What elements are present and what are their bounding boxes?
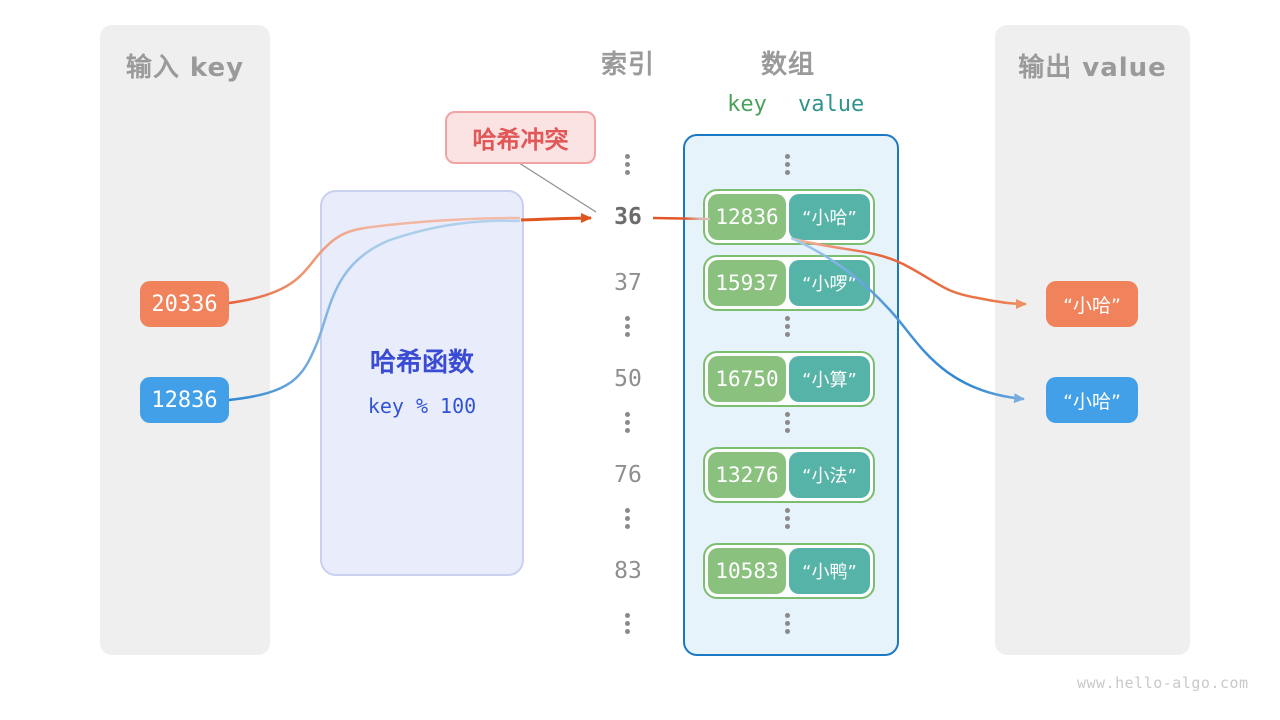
kv-value: “小啰” [789, 260, 870, 306]
kv-key: 12836 [708, 194, 786, 240]
ellipsis-dots [785, 508, 790, 513]
index-item-50: 50 [614, 366, 642, 392]
output-value-chip: “小哈” [1046, 377, 1138, 423]
index-item-76: 76 [614, 462, 642, 488]
ellipsis-dots [625, 508, 630, 513]
input-key-chip: 12836 [140, 377, 229, 423]
kv-pair-row: 10583 “小鸭” [703, 543, 875, 599]
index-item-37: 37 [614, 270, 642, 296]
kv-key: 15937 [708, 260, 786, 306]
output-value-chip: “小哈” [1046, 281, 1138, 327]
watermark: www.hello-algo.com [1077, 674, 1249, 692]
kv-value: “小法” [789, 452, 870, 498]
ellipsis-dots [625, 613, 630, 618]
hash-function-title: 哈希函数 [369, 348, 474, 378]
kv-pair-row: 15937 “小啰” [703, 255, 875, 311]
index-item-36: 36 [614, 204, 642, 230]
hash-function-formula: key % 100 [367, 394, 477, 418]
input-key-panel: 输入 key [100, 25, 270, 655]
input-panel-title: 输入 key [125, 53, 245, 83]
index-column-header: 索引 [600, 50, 655, 80]
kv-pair-row: 16750 “小算” [703, 351, 875, 407]
index-item-83: 83 [614, 558, 642, 584]
ellipsis-dots [785, 316, 790, 321]
value-column-label: value [798, 92, 865, 117]
input-key-chip: 20336 [140, 281, 229, 327]
output-panel-title: 输出 value [1018, 53, 1167, 83]
ellipsis-dots [625, 412, 630, 417]
kv-key: 13276 [708, 452, 786, 498]
hash-collision-callout: 哈希冲突 [445, 111, 596, 164]
callout-connector-line [515, 160, 597, 213]
hash-function-box: 哈希函数 key % 100 [320, 190, 524, 576]
kv-pair-row: 12836 “小哈” [703, 189, 875, 245]
kv-key: 16750 [708, 356, 786, 402]
key-column-label: key [727, 92, 767, 117]
ellipsis-dots [625, 316, 630, 321]
kv-value: “小算” [789, 356, 870, 402]
kv-value: “小鸭” [789, 548, 870, 594]
ellipsis-dots [785, 154, 790, 159]
arrow-hash-to-index36 [520, 213, 592, 224]
ellipsis-dots [625, 154, 630, 159]
output-value-panel: 输出 value [995, 25, 1190, 655]
array-column-header: 数组 [760, 50, 815, 80]
kv-pair-row: 13276 “小法” [703, 447, 875, 503]
kv-key: 10583 [708, 548, 786, 594]
ellipsis-dots [785, 412, 790, 417]
kv-value: “小哈” [789, 194, 870, 240]
ellipsis-dots [785, 613, 790, 618]
